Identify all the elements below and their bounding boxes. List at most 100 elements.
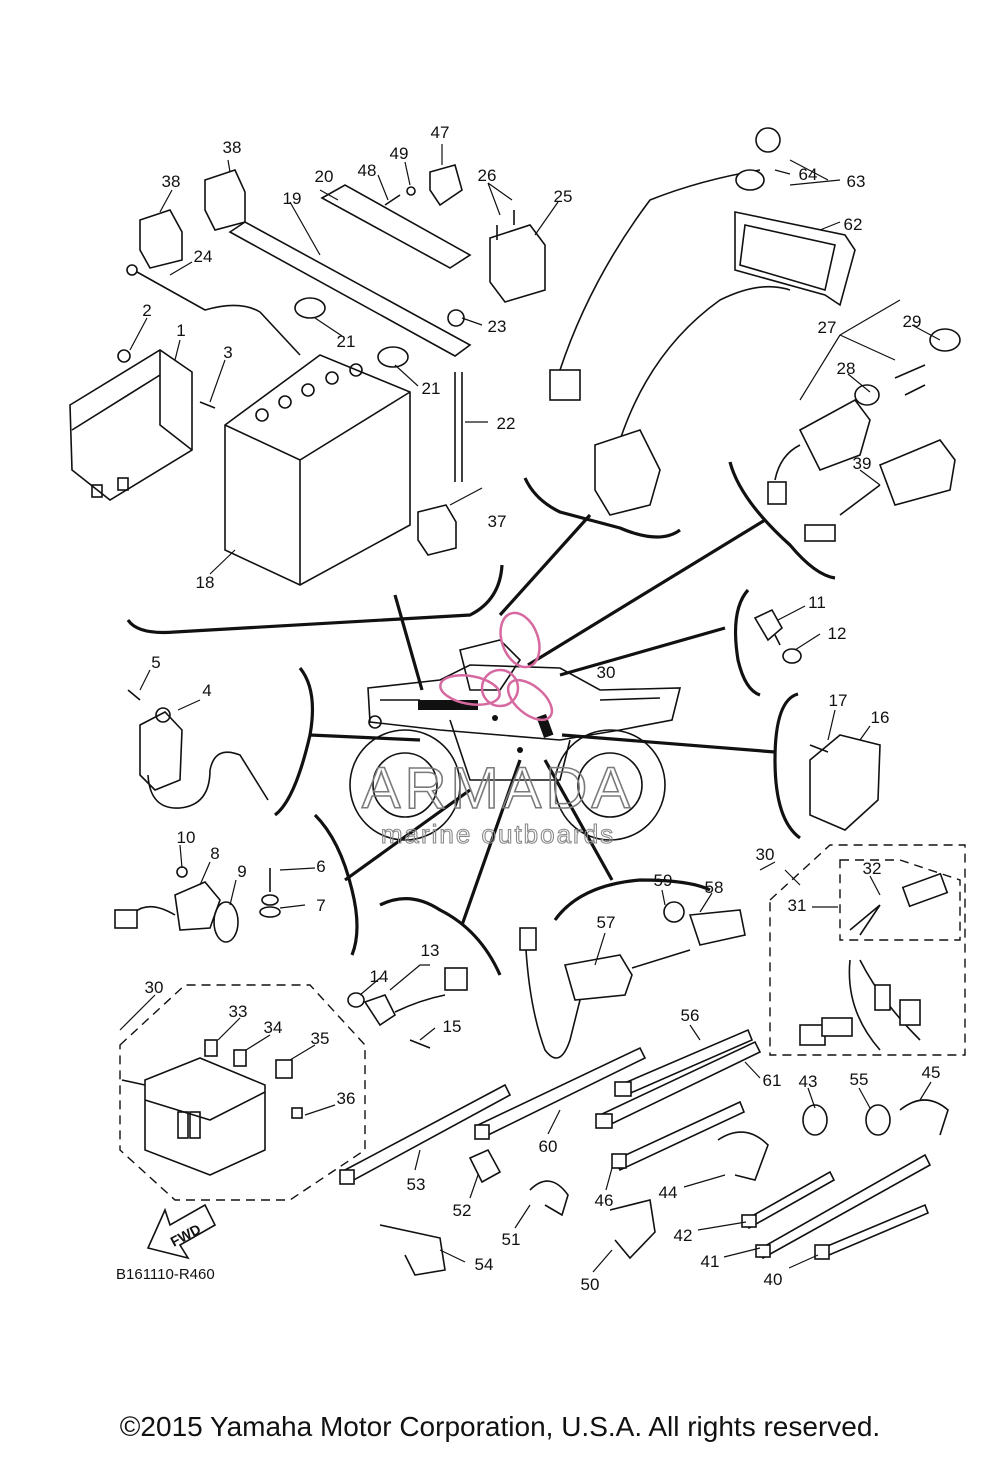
callout-60: 60 [539,1137,558,1156]
ecu-unit [69,349,193,501]
callout-numbers: 1 2 3 4 5 6 7 8 9 10 11 12 13 14 15 16 1… [142,123,940,1294]
callout-30a: 30 [597,663,616,682]
callout-30b: 30 [756,845,775,864]
callout-50: 50 [581,1275,600,1294]
callout-11: 11 [808,593,826,612]
callout-3: 3 [223,343,232,362]
callout-61: 61 [763,1071,782,1090]
callout-51: 51 [502,1230,521,1249]
callout-34: 34 [264,1018,283,1037]
callout-56: 56 [681,1006,700,1025]
callout-17: 17 [829,691,848,710]
callout-37: 37 [488,512,507,531]
main-switch [767,328,961,505]
watermark-brand: ARMADA [362,756,634,821]
callout-20: 20 [315,167,334,186]
crank-sensor [347,967,468,1049]
callout-19: 19 [283,189,302,208]
speed-sensor-11 [753,608,802,664]
watermark: ARMADA marine outboards [361,611,634,850]
callout-21a: 21 [337,332,356,351]
callout-44: 44 [659,1183,678,1202]
small-hardware-top [117,186,515,409]
callout-15: 15 [443,1017,462,1036]
neutral-switch-wire [519,901,746,1059]
callout-9: 9 [237,862,246,881]
callout-30c: 30 [145,978,164,997]
callout-8: 8 [210,844,219,863]
callout-53: 53 [407,1175,426,1194]
callout-63: 63 [847,172,866,191]
throttle-position-sensor [114,866,281,943]
callout-2: 2 [142,301,151,320]
callout-41: 41 [701,1252,720,1271]
callout-64: 64 [799,165,818,184]
callout-31: 31 [788,896,807,915]
meter-assembly [734,211,856,307]
battery [224,354,411,586]
callout-21b: 21 [422,379,441,398]
callout-39: 39 [853,454,872,473]
callout-58: 58 [705,878,724,897]
callout-40: 40 [764,1270,783,1289]
watermark-logo [439,611,554,722]
callout-42: 42 [674,1226,693,1245]
callout-24: 24 [194,247,213,266]
callout-47: 47 [431,123,450,142]
callout-22: 22 [497,414,516,433]
callout-38b: 38 [162,172,181,191]
callout-5: 5 [151,653,160,672]
callout-12: 12 [828,624,847,643]
callout-10: 10 [177,828,196,847]
rectifier-regulator [809,734,881,831]
callout-29: 29 [903,312,922,331]
callout-1: 1 [176,321,185,340]
callout-7: 7 [316,896,325,915]
fwd-arrow: FWD [146,1203,217,1260]
sub-harness-group [769,844,966,1056]
battery-cable [126,264,301,356]
callout-25: 25 [554,187,573,206]
callout-45: 45 [922,1063,941,1082]
dc-jack [804,439,956,542]
copyright-notice: ©2015 Yamaha Motor Corporation, U.S.A. A… [119,1411,881,1442]
atv-harness-mark [418,700,478,710]
callout-6: 6 [316,857,325,876]
reference-code: B161110-R460 [116,1266,215,1283]
callout-49: 49 [390,144,409,163]
callout-46: 46 [595,1191,614,1210]
callout-35: 35 [311,1029,330,1048]
parts-diagram: ARMADA marine outboards [69,123,966,1294]
callout-4: 4 [202,681,211,700]
callout-18: 18 [196,573,215,592]
callout-62: 62 [844,215,863,234]
section-separators [126,461,836,976]
cable-ties-clamps [339,1028,949,1276]
meter-harness [549,127,791,516]
callout-52: 52 [453,1201,472,1220]
callout-43: 43 [799,1072,818,1091]
callout-13: 13 [421,941,440,960]
callout-54: 54 [475,1255,494,1274]
callout-57: 57 [597,913,616,932]
callout-32: 32 [863,859,882,878]
callout-33: 33 [229,1002,248,1021]
callout-28: 28 [837,359,856,378]
callout-16: 16 [871,708,890,727]
atv-vehicle [349,639,682,841]
ignition-coil [127,689,269,809]
watermark-tagline: marine outboards [381,819,615,849]
battery-strap-and-bands [228,184,472,482]
callout-26: 26 [478,166,497,185]
relays-top [139,164,546,556]
callout-27: 27 [818,318,837,337]
callout-55: 55 [850,1070,869,1089]
callout-48: 48 [358,161,377,180]
callout-59: 59 [654,871,673,890]
callout-23: 23 [488,317,507,336]
fuse-box-group [119,984,366,1201]
leader-lines [119,144,941,1273]
callout-38a: 38 [223,138,242,157]
callout-14: 14 [370,967,389,986]
callout-36: 36 [337,1089,356,1108]
